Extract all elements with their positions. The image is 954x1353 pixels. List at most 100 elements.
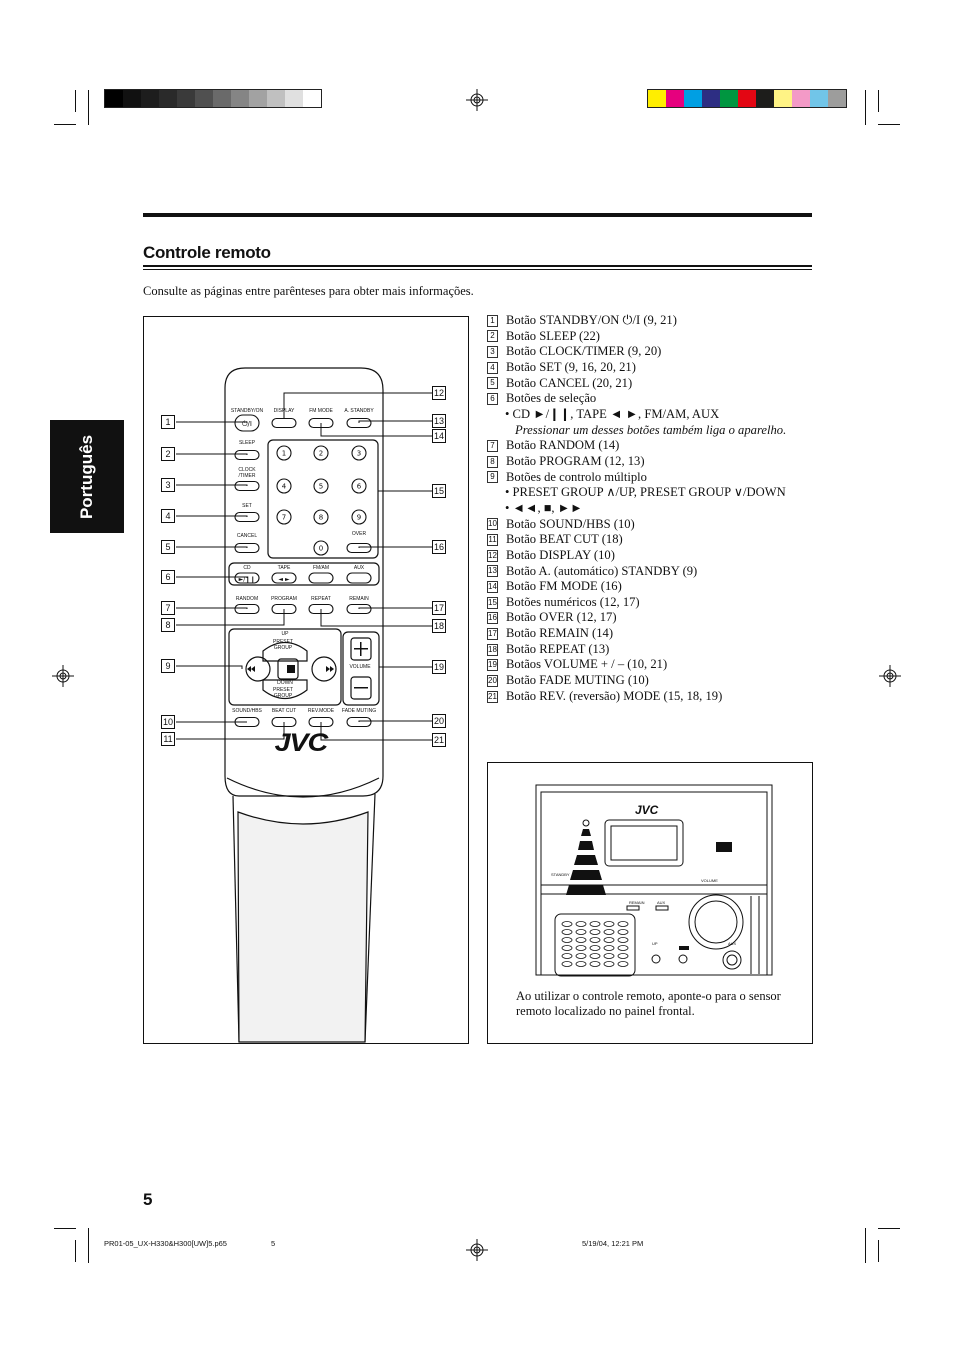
item-number-badge: 17 bbox=[487, 627, 498, 640]
list-item: Pressionar um desses botões também liga … bbox=[515, 422, 787, 437]
callout-11: 11 bbox=[161, 732, 175, 746]
remote-label-set: SET bbox=[242, 503, 252, 509]
device-remote-key bbox=[603, 929, 615, 935]
aux-button[interactable] bbox=[346, 572, 372, 584]
device-aux-label: AUX bbox=[657, 900, 666, 905]
device-illustration-box bbox=[487, 762, 813, 1044]
callout-18: 18 bbox=[432, 619, 446, 633]
item-text: Botões de controlo múltiplo bbox=[506, 469, 647, 484]
number-button-7[interactable] bbox=[276, 509, 292, 525]
item-text: Botão OVER (12, 17) bbox=[506, 610, 617, 625]
remote-label-remain: REMAIN bbox=[349, 596, 369, 602]
item-text: Botão CANCEL (20, 21) bbox=[506, 375, 633, 390]
registration-swatch bbox=[303, 90, 321, 107]
registration-swatch bbox=[702, 90, 720, 107]
callout-leader-line bbox=[320, 609, 432, 627]
device-remote-key bbox=[575, 929, 587, 935]
list-item: 16 Botão OVER (12, 17) bbox=[487, 610, 817, 626]
digit-label: 9 bbox=[357, 514, 361, 522]
device-up-label: UP bbox=[652, 941, 658, 946]
number-button-5[interactable] bbox=[313, 478, 329, 494]
device-remote-key bbox=[561, 929, 573, 935]
registration-swatch bbox=[141, 90, 159, 107]
device-remain-label: REMAIN bbox=[629, 900, 645, 905]
registration-swatch bbox=[828, 90, 846, 107]
device-remote-key bbox=[617, 953, 629, 959]
section-title: Controle remoto bbox=[143, 243, 271, 262]
device-remote-key bbox=[575, 953, 587, 959]
callout-leader-line bbox=[176, 484, 248, 486]
registration-swatch bbox=[105, 90, 123, 107]
callout-leader-line bbox=[176, 607, 248, 609]
callout-leader-line bbox=[176, 546, 248, 548]
remote-label-fmmode: FM MODE bbox=[309, 408, 333, 414]
item-number-badge: 2 bbox=[487, 330, 498, 343]
footer-page: 5 bbox=[271, 1239, 276, 1248]
item-number-badge: 16 bbox=[487, 612, 498, 625]
remote-label-standby: STANDBY/ON bbox=[230, 408, 264, 414]
callout-leader-line bbox=[320, 423, 432, 437]
item-number-badge: 3 bbox=[487, 346, 498, 359]
device-remote-key bbox=[617, 921, 629, 927]
device-remote-key bbox=[617, 929, 629, 935]
item-text: Botão REPEAT (13) bbox=[506, 641, 610, 656]
intro-text: Consulte as páginas entre parênteses par… bbox=[143, 284, 474, 298]
number-button-0[interactable] bbox=[313, 540, 329, 556]
registration-swatch bbox=[231, 90, 249, 107]
item-text: Botão BEAT CUT (18) bbox=[506, 532, 623, 547]
registration-swatch bbox=[684, 90, 702, 107]
digit-label: 2 bbox=[319, 450, 323, 458]
callout-15: 15 bbox=[432, 484, 446, 498]
number-button-4[interactable] bbox=[276, 478, 292, 494]
item-text: Botão STANDBY/ON ⏻/I (9, 21) bbox=[506, 313, 677, 327]
callout-10: 10 bbox=[161, 715, 175, 729]
title-rule-thin bbox=[143, 269, 812, 270]
device-volume-label: VOLUME bbox=[701, 878, 718, 883]
display-button[interactable] bbox=[271, 417, 297, 429]
number-button-6[interactable] bbox=[351, 478, 367, 494]
device-remote-key bbox=[617, 961, 629, 967]
callout-17: 17 bbox=[432, 601, 446, 615]
item-number-badge: 14 bbox=[487, 580, 498, 593]
registration-swatch bbox=[648, 90, 666, 107]
item-number-badge: 18 bbox=[487, 643, 498, 656]
digit-label: 4 bbox=[282, 483, 287, 491]
remote-label-cancel: CANCEL bbox=[236, 533, 258, 539]
device-remote-key bbox=[575, 921, 587, 927]
callout-5: 5 bbox=[161, 540, 175, 554]
number-button-3[interactable] bbox=[351, 445, 367, 461]
device-remote-key bbox=[561, 937, 573, 943]
remote-label-fademuting: FADE MUTING bbox=[341, 708, 377, 714]
registration-swatch bbox=[774, 90, 792, 107]
fm-am-button[interactable] bbox=[308, 572, 334, 584]
item-text: Botão RANDOM (14) bbox=[506, 438, 620, 453]
callout-9: 9 bbox=[161, 659, 175, 673]
number-button-2[interactable] bbox=[313, 445, 329, 461]
number-button-9[interactable] bbox=[351, 509, 367, 525]
tape-button[interactable] bbox=[271, 572, 297, 584]
list-item: 18 Botão REPEAT (13) bbox=[487, 642, 817, 658]
device-remote-key bbox=[589, 929, 601, 935]
callout-leader-line bbox=[176, 576, 248, 578]
device-remote-key bbox=[589, 937, 601, 943]
digit-label: 1 bbox=[282, 450, 286, 458]
number-button-1[interactable] bbox=[276, 445, 292, 461]
footer-filename: PR01-05_UX-H330&H300[UW]5.p65 bbox=[104, 1239, 227, 1248]
callout-8: 8 bbox=[161, 618, 175, 632]
callout-leader-line bbox=[358, 546, 432, 548]
remote-label-repeat: REPEAT bbox=[311, 596, 331, 602]
number-button-8[interactable] bbox=[313, 509, 329, 525]
remote-label-cd: CD bbox=[243, 565, 251, 571]
